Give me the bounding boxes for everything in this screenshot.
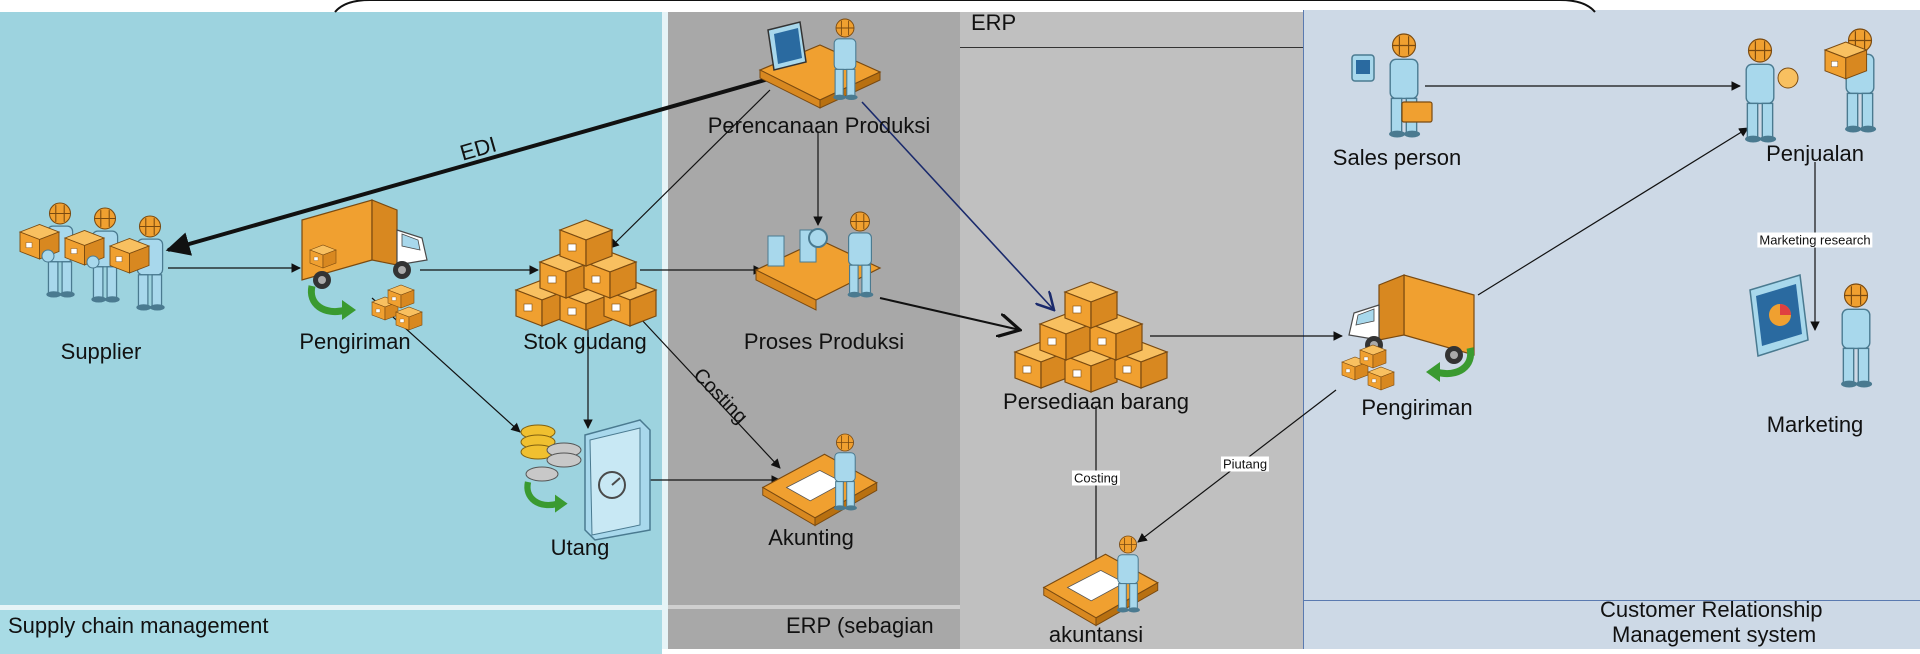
zone-label-erp: ERP xyxy=(971,10,1017,35)
edge-stok-akunting xyxy=(639,317,781,469)
production-line-icon xyxy=(754,211,882,311)
person-presenting-chart-icon xyxy=(1749,274,1873,389)
person-at-desk-icon xyxy=(762,433,878,527)
node-label-marketing: Marketing xyxy=(1766,412,1864,437)
person-at-computer-icon xyxy=(758,18,882,109)
zone-divider xyxy=(662,12,668,649)
person-selling-icon xyxy=(1744,28,1877,144)
edge-perencanaan-persediaan xyxy=(861,101,1054,310)
node-label-stok-gudang: Stok gudang xyxy=(523,329,647,354)
edge-pengiriman-penjualan xyxy=(1477,127,1749,296)
green-arrow-icon xyxy=(311,286,356,320)
scm-zone xyxy=(0,12,662,649)
small-boxes-icon xyxy=(1341,344,1395,391)
edge-proses-persediaan xyxy=(879,297,1020,330)
zone-label-erp-partial: ERP (sebagian xyxy=(786,613,934,638)
node-label-sales: Sales person xyxy=(1332,145,1462,170)
safe-with-coins-icon xyxy=(520,419,651,541)
top-frame-arc xyxy=(334,0,1596,13)
edge-perencanaan-stok xyxy=(609,89,771,249)
sales-person-icon xyxy=(1351,33,1433,139)
node-label-akuntansi: akuntansi xyxy=(1048,622,1144,647)
crm-footer-line xyxy=(1303,600,1920,601)
node-label-pengiriman-in: Pengiriman xyxy=(299,329,411,354)
scm-zone-footer xyxy=(0,605,662,654)
edge-label-piutang: Piutang xyxy=(1220,456,1270,472)
erp-partial-zone xyxy=(668,12,960,649)
erp-partial-footer-line xyxy=(668,605,960,609)
edge-label-marketing-research: Marketing research xyxy=(1757,232,1873,248)
edge-edi xyxy=(165,76,773,256)
person-at-desk-icon xyxy=(1043,535,1159,627)
node-label-proses: Proses Produksi xyxy=(743,329,905,354)
edge-label-costing-2: Costing xyxy=(1071,470,1121,486)
stacked-boxes-icon xyxy=(1014,281,1168,393)
node-label-utang: Utang xyxy=(550,535,610,560)
supplier-group-icon xyxy=(19,202,166,312)
node-label-perencanaan: Perencanaan Produksi xyxy=(707,113,931,138)
top-strip xyxy=(0,0,1920,10)
delivery-truck-icon xyxy=(301,199,428,290)
edge-pengiriman-utang xyxy=(371,297,521,433)
node-label-pengiriman-out: Pengiriman xyxy=(1361,395,1473,420)
node-label-akunting: Akunting xyxy=(768,525,854,550)
stacked-boxes-icon xyxy=(515,219,657,331)
erp-header-line xyxy=(960,47,1303,48)
node-label-penjualan: Penjualan xyxy=(1766,141,1864,166)
zone-label-crm-2: Management system xyxy=(1612,622,1817,647)
zone-label-crm-1: Customer Relationship xyxy=(1600,597,1823,622)
small-boxes-icon xyxy=(371,284,423,331)
node-label-persediaan: Persediaan barang xyxy=(1003,389,1189,414)
zone-label-scm: Supply chain management xyxy=(8,613,269,638)
node-label-supplier: Supplier xyxy=(60,339,142,364)
